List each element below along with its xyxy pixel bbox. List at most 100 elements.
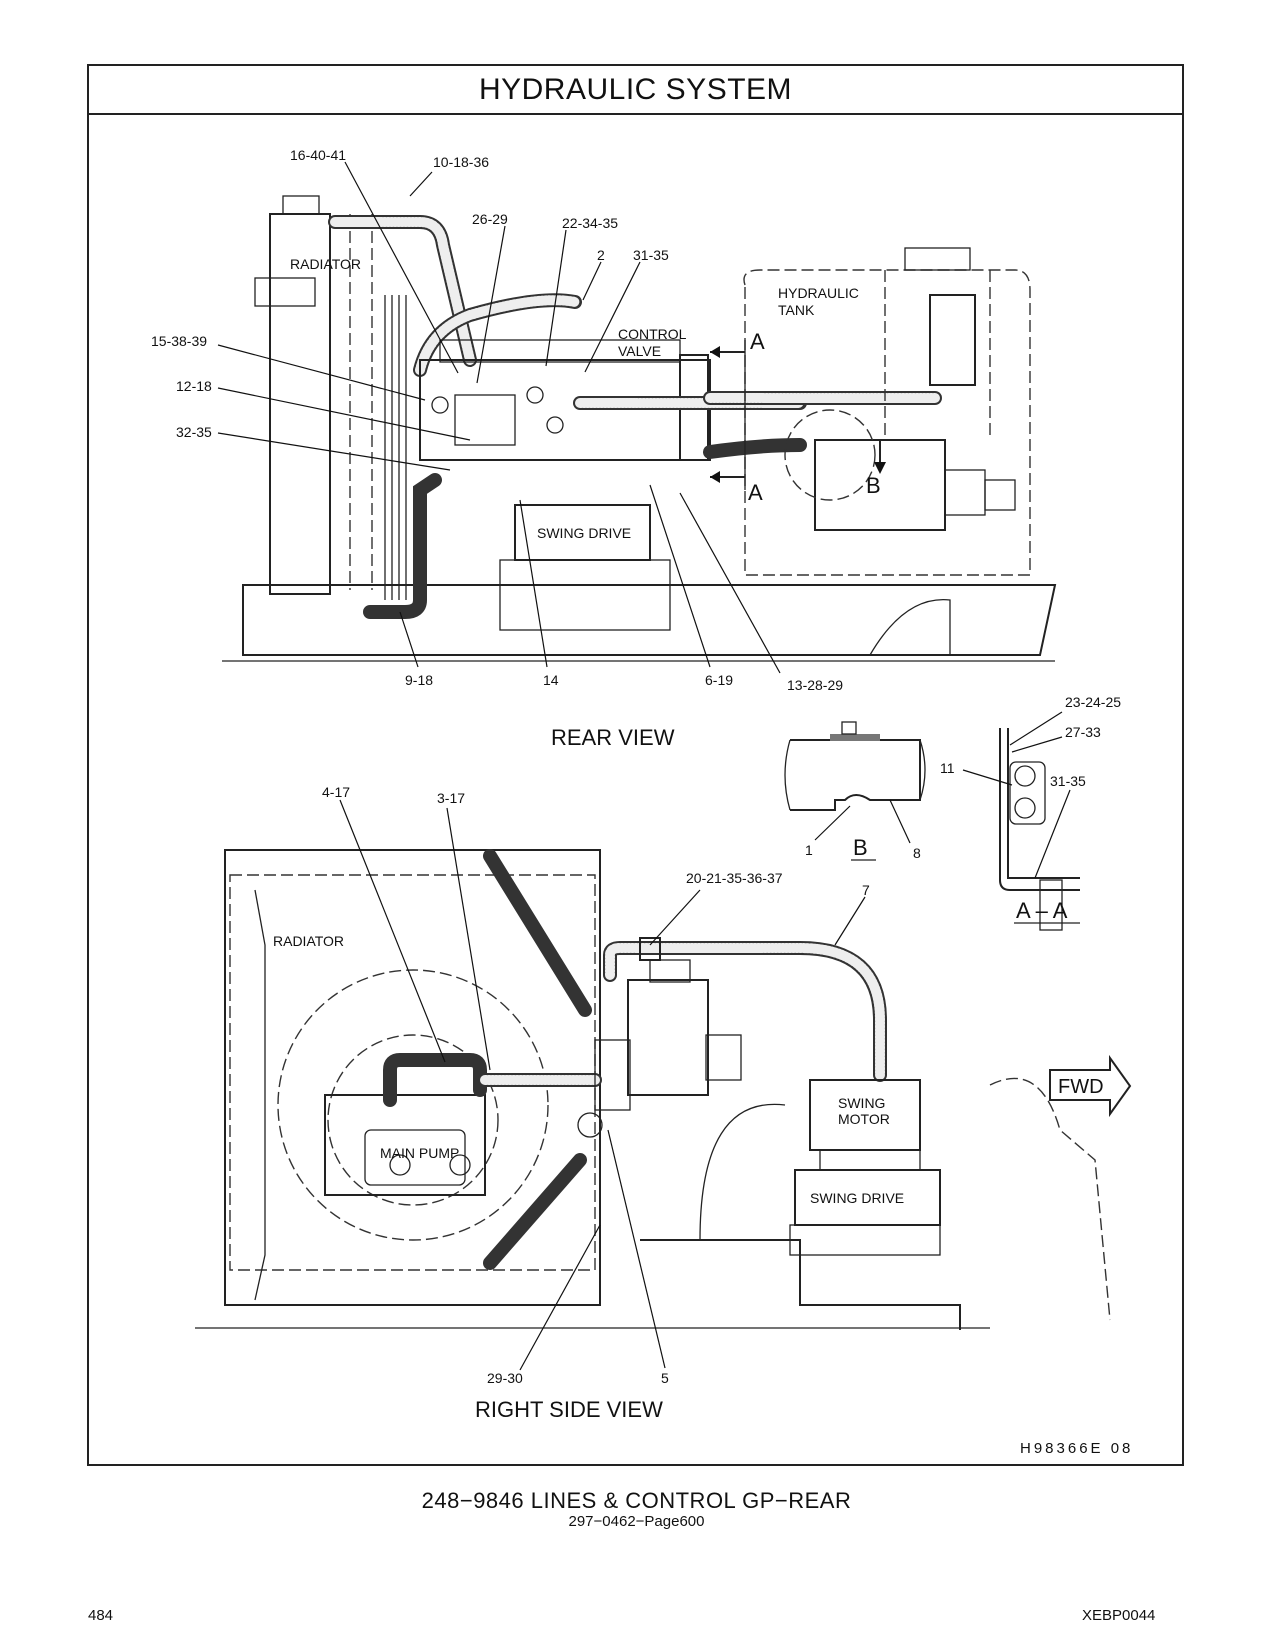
fan-hub-circle	[327, 1034, 499, 1206]
side-radiator-inner	[229, 874, 596, 1271]
rear-base-frame	[242, 584, 1057, 656]
main-pump-label: MAIN PUMP	[380, 1145, 459, 1161]
callout-31-35: 31-35	[633, 247, 669, 263]
callout-20-21-35-36-37: 20-21-35-36-37	[686, 870, 783, 886]
rear-hydraulic-tank: HYDRAULIC TANK	[743, 247, 1031, 576]
swing-motor-label-2: MOTOR	[838, 1111, 890, 1127]
side-main-pump: MAIN PUMP	[324, 1094, 486, 1196]
cv-fitting-3	[546, 416, 564, 434]
leader-aa-27	[1011, 736, 1063, 753]
fwd-arrow: FWD	[1049, 1054, 1132, 1118]
callout-26-29: 26-29	[472, 211, 508, 227]
callout-32-35: 32-35	[176, 424, 212, 440]
control-valve-block	[454, 394, 516, 446]
swing-motor-label-1: SWING	[838, 1095, 885, 1111]
document-code: XEBP0044	[1082, 1607, 1156, 1624]
side-lower-pipe	[483, 1153, 587, 1270]
main-pump-housing	[364, 1129, 466, 1186]
side-base	[640, 1239, 961, 1330]
leader-aa-23	[1009, 711, 1063, 746]
detail-b-bolt	[841, 721, 857, 735]
side-swing-drive-label: SWING DRIVE	[810, 1190, 904, 1206]
control-valve-label-1: CONTROL	[618, 326, 687, 342]
side-radiator-label: RADIATOR	[273, 933, 344, 949]
callout-b-8: 8	[913, 845, 921, 861]
callout-9-18: 9-18	[405, 672, 433, 688]
caption-subtitle: 297−0462−Page600	[568, 1513, 705, 1530]
control-valve-spools	[439, 339, 681, 363]
aa-bracket-inner	[1007, 728, 1080, 879]
side-cv-top	[649, 959, 691, 983]
main-pump-boss-2	[449, 1154, 471, 1176]
side-cv-fittings	[594, 1039, 631, 1111]
leader-32-35	[217, 432, 451, 471]
callout-22-34-35: 22-34-35	[562, 215, 618, 231]
section-b-marker: B	[866, 473, 881, 498]
control-valve-label-2: VALVE	[618, 343, 661, 359]
leader-2	[582, 261, 602, 301]
detail-b-break-left	[784, 739, 791, 811]
drawing-id: H98366E 08	[1020, 1440, 1134, 1457]
leader-4-17	[339, 799, 446, 1063]
right-side-view: RADIATOR MAIN PUMP	[195, 784, 1132, 1422]
radiator-cap	[282, 195, 320, 215]
hose-lower	[703, 438, 807, 459]
tank-cap	[904, 247, 971, 271]
leader-15-38-39	[217, 344, 426, 401]
side-cv-body	[627, 979, 709, 1096]
side-cv-head	[705, 1034, 742, 1081]
callout-15-38-39: 15-38-39	[151, 333, 207, 349]
leader-22-34-35	[545, 229, 567, 367]
side-cv-elbow	[577, 1112, 603, 1138]
callout-29-30: 29-30	[487, 1370, 523, 1386]
callout-10-18-36: 10-18-36	[433, 154, 489, 170]
callout-aa-11: 11	[940, 760, 955, 776]
section-a-arrow-top	[710, 346, 720, 358]
rear-view-title: REAR VIEW	[551, 725, 675, 750]
cv-fitting-2	[526, 386, 544, 404]
leader-20-21	[649, 889, 701, 946]
aa-tube-1	[1014, 765, 1036, 787]
leader-13-28-29	[679, 492, 781, 674]
callout-13-28-29: 13-28-29	[787, 677, 843, 693]
leader-10-18-36	[409, 171, 433, 197]
leader-26-29	[476, 225, 506, 384]
callout-aa-27-33: 27-33	[1065, 724, 1101, 740]
leader-b-8	[889, 799, 911, 844]
side-control-valve	[577, 959, 742, 1138]
rear-radiator: RADIATOR	[254, 195, 407, 600]
aa-clamp	[1009, 761, 1046, 825]
main-pump-boss-1	[389, 1154, 411, 1176]
aa-mount	[1039, 879, 1063, 931]
tank-label-1: HYDRAULIC	[778, 285, 859, 301]
fan-shroud-circle	[277, 969, 549, 1241]
page-number: 484	[88, 1607, 114, 1624]
leader-9-18	[399, 611, 419, 668]
tank-outline	[743, 269, 1031, 576]
hose-10-18-36-fill	[330, 217, 475, 365]
hose-7-clamp	[639, 937, 661, 961]
leader-12-18	[217, 387, 471, 441]
section-a-marker-bottom: A	[748, 480, 763, 505]
section-a-marker-top: A	[750, 329, 765, 354]
leader-29-30	[519, 1224, 601, 1371]
callout-aa-23-24-25: 23-24-25	[1065, 694, 1121, 710]
callout-12-18: 12-18	[176, 378, 212, 394]
side-track-outline	[989, 1077, 1111, 1321]
callout-7: 7	[862, 882, 870, 898]
detail-b-title: B	[853, 835, 868, 860]
pump-end	[944, 469, 986, 516]
detail-b-part	[790, 739, 921, 811]
side-frame-curve	[699, 1103, 786, 1241]
leader-16-40-41	[344, 161, 459, 374]
callout-5: 5	[661, 1370, 669, 1386]
caption-title: 248−9846 LINES & CONTROL GP−REAR	[421, 1488, 852, 1513]
side-diagonal-pipe	[483, 849, 592, 1017]
hose-7-fill	[605, 943, 885, 1080]
callout-b-1: 1	[805, 842, 813, 858]
cv-fitting-1	[431, 396, 449, 414]
leader-b-1	[814, 805, 851, 841]
arrow-b-head	[874, 462, 886, 474]
callout-2: 2	[597, 247, 605, 263]
